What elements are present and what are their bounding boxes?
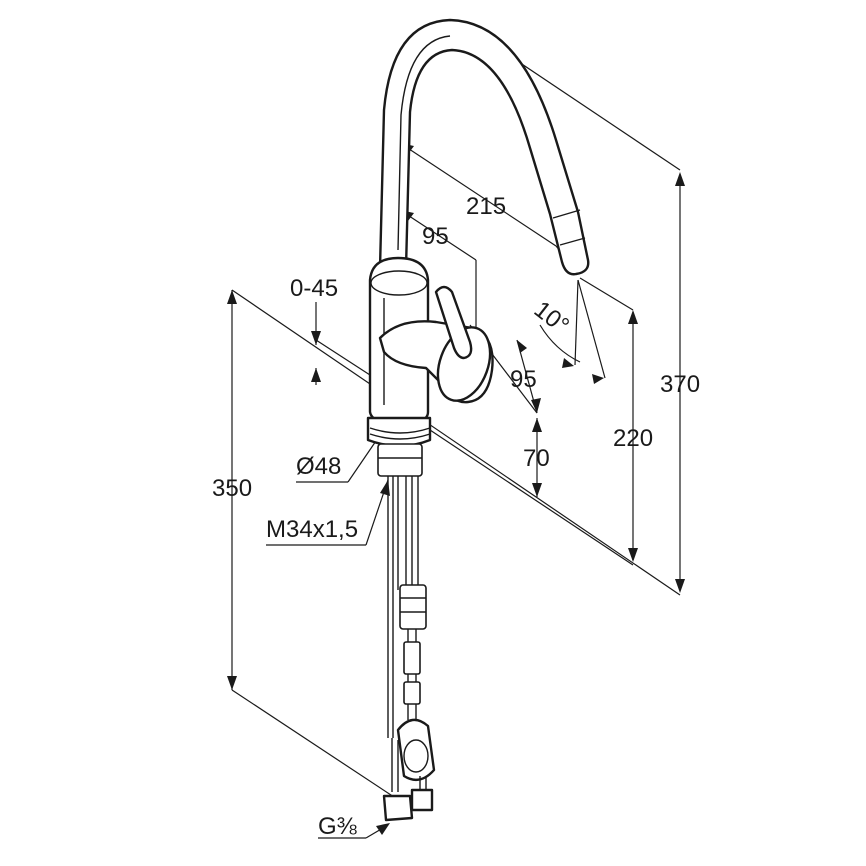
faucet-spout: [378, 18, 590, 276]
dimension-label-95-lower: 95: [510, 366, 537, 393]
dimension-label-diameter-48: Ø48: [296, 453, 341, 480]
dimension-labels: 215 95 10° 0-45 95 370 220 70 350 Ø48 M3…: [212, 193, 700, 840]
dimension-label-70: 70: [523, 445, 550, 472]
dimension-label-10-degree: 10°: [529, 296, 574, 340]
dimension-label-350: 350: [212, 475, 252, 502]
faucet-lever: [378, 285, 494, 404]
dimension-label-thread-m34: M34x1,5: [266, 516, 358, 543]
dimension-label-95-upper: 95: [422, 223, 449, 250]
dimension-label-220: 220: [613, 425, 653, 452]
dimension-label-215: 215: [466, 193, 506, 220]
dimension-label-connection-g38: G⅜: [318, 813, 358, 840]
dimension-label-0-45: 0-45: [290, 275, 338, 302]
shank-and-hoses: [377, 443, 436, 822]
dimension-label-370: 370: [660, 371, 700, 398]
